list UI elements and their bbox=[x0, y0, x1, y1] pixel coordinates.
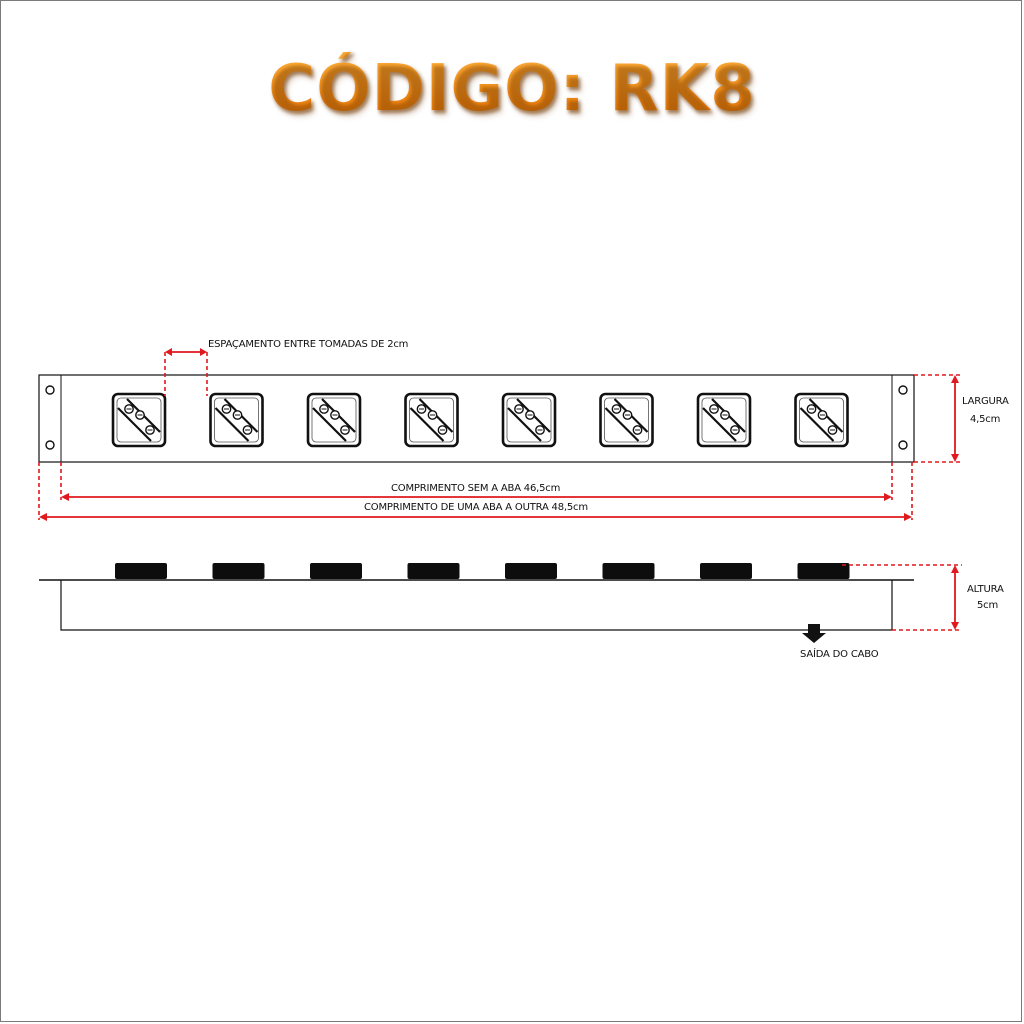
outlet-profile bbox=[115, 563, 167, 579]
arrow-down-icon bbox=[802, 624, 826, 643]
width-title-label: LARGURA bbox=[962, 396, 1009, 407]
outlet-icon bbox=[501, 392, 557, 448]
spacing-label: ESPAÇAMENTO ENTRE TOMADAS DE 2cm bbox=[208, 339, 409, 350]
outlet-profile bbox=[505, 563, 557, 579]
outlet-icon bbox=[306, 392, 362, 448]
outlet-profile bbox=[797, 563, 850, 579]
length-outer-label: COMPRIMENTO DE UMA ABA A OUTRA 48,5cm bbox=[364, 502, 588, 513]
outlet-profile-row bbox=[115, 563, 850, 579]
outlet-icon bbox=[599, 392, 654, 448]
outlet-profile bbox=[602, 563, 655, 579]
side-view bbox=[39, 563, 914, 643]
outlet-profile bbox=[407, 563, 460, 579]
outlet-icon bbox=[404, 392, 459, 448]
height-value-label: 5cm bbox=[977, 600, 999, 611]
outlet-icon bbox=[794, 392, 849, 448]
product-code-title: CÓDIGO: RK8 bbox=[0, 52, 1024, 126]
top-view bbox=[38, 374, 915, 463]
height-title-label: ALTURA bbox=[967, 584, 1004, 595]
panel-outline bbox=[38, 374, 915, 463]
outlet-row bbox=[111, 392, 849, 448]
outlet-icon bbox=[209, 392, 264, 448]
outlet-profile bbox=[700, 563, 752, 579]
length-inner-label: COMPRIMENTO SEM A ABA 46,5cm bbox=[391, 483, 561, 494]
height-dimension bbox=[842, 564, 962, 631]
spacing-dimension bbox=[164, 348, 208, 396]
screw-hole-icon bbox=[898, 385, 908, 395]
outlet-icon bbox=[696, 392, 752, 448]
length-dimensions bbox=[38, 462, 913, 521]
cable-exit-label: SAÍDA DO CABO bbox=[800, 649, 879, 660]
screw-hole-icon bbox=[45, 385, 55, 395]
outlet-icon bbox=[111, 392, 167, 448]
outlet-profile bbox=[310, 563, 362, 579]
screw-hole-icon bbox=[45, 440, 55, 450]
housing-outline bbox=[60, 580, 893, 631]
width-value-label: 4,5cm bbox=[970, 414, 1001, 425]
width-dimension bbox=[914, 374, 962, 463]
screw-hole-icon bbox=[898, 440, 908, 450]
outlet-profile bbox=[212, 563, 265, 579]
